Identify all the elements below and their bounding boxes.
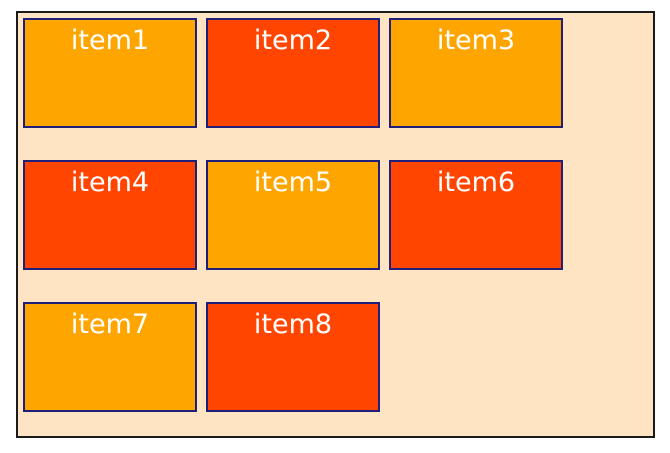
item-box-6: item6: [389, 160, 563, 270]
item-box-5: item5: [206, 160, 380, 270]
item-box-3: item3: [389, 18, 563, 128]
item-box-8: item8: [206, 302, 380, 412]
item-label: item6: [436, 167, 516, 198]
flex-container: item1 item2 item3 item4 item5 item6 item…: [16, 11, 655, 438]
item-label: item7: [70, 309, 150, 340]
item-box-7: item7: [23, 302, 197, 412]
item-label: item1: [70, 25, 150, 56]
item-box-1: item1: [23, 18, 197, 128]
item-label: item4: [70, 167, 150, 198]
item-label: item3: [436, 25, 516, 56]
item-label: item5: [253, 167, 333, 198]
item-box-2: item2: [206, 18, 380, 128]
item-label: item2: [253, 25, 333, 56]
item-label: item8: [253, 309, 333, 340]
item-box-4: item4: [23, 160, 197, 270]
